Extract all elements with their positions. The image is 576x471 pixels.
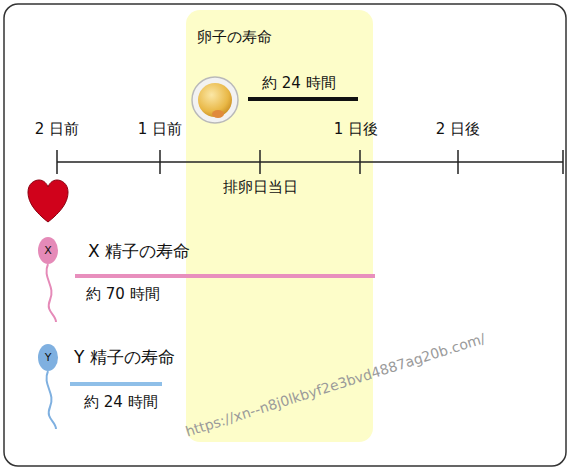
sperm-letter: X	[44, 244, 52, 257]
egg-cell	[192, 77, 238, 123]
x-lifespan-bar	[75, 274, 375, 278]
lifespan-title: X 精子の寿命	[88, 241, 190, 261]
heart-icon	[28, 180, 68, 222]
tick-label: 2 日後	[436, 120, 480, 138]
sperm-letter: Y	[45, 351, 52, 364]
duration-label: 約 70 時間	[86, 285, 160, 303]
egg-lifespan-bar	[248, 97, 358, 101]
frame	[4, 4, 566, 466]
x-sperm-head: X	[37, 236, 59, 265]
band-heading: 卵子の寿命	[197, 28, 272, 46]
y-sperm-head: Y	[37, 343, 59, 372]
lifespan-title: Y 精子の寿命	[74, 347, 175, 367]
duration-label: 約 24 時間	[84, 393, 158, 411]
timeline	[57, 150, 563, 174]
tick-label: 1 日前	[138, 120, 182, 138]
x-sperm-tail	[46, 264, 56, 322]
tick-label: 2 日前	[35, 120, 79, 138]
tick-label: 排卵日当日	[223, 178, 298, 196]
tick-label: 1 日後	[334, 120, 378, 138]
duration-label: 約 24 時間	[262, 74, 336, 92]
y-sperm-tail	[46, 371, 56, 429]
y-lifespan-bar	[70, 382, 162, 386]
